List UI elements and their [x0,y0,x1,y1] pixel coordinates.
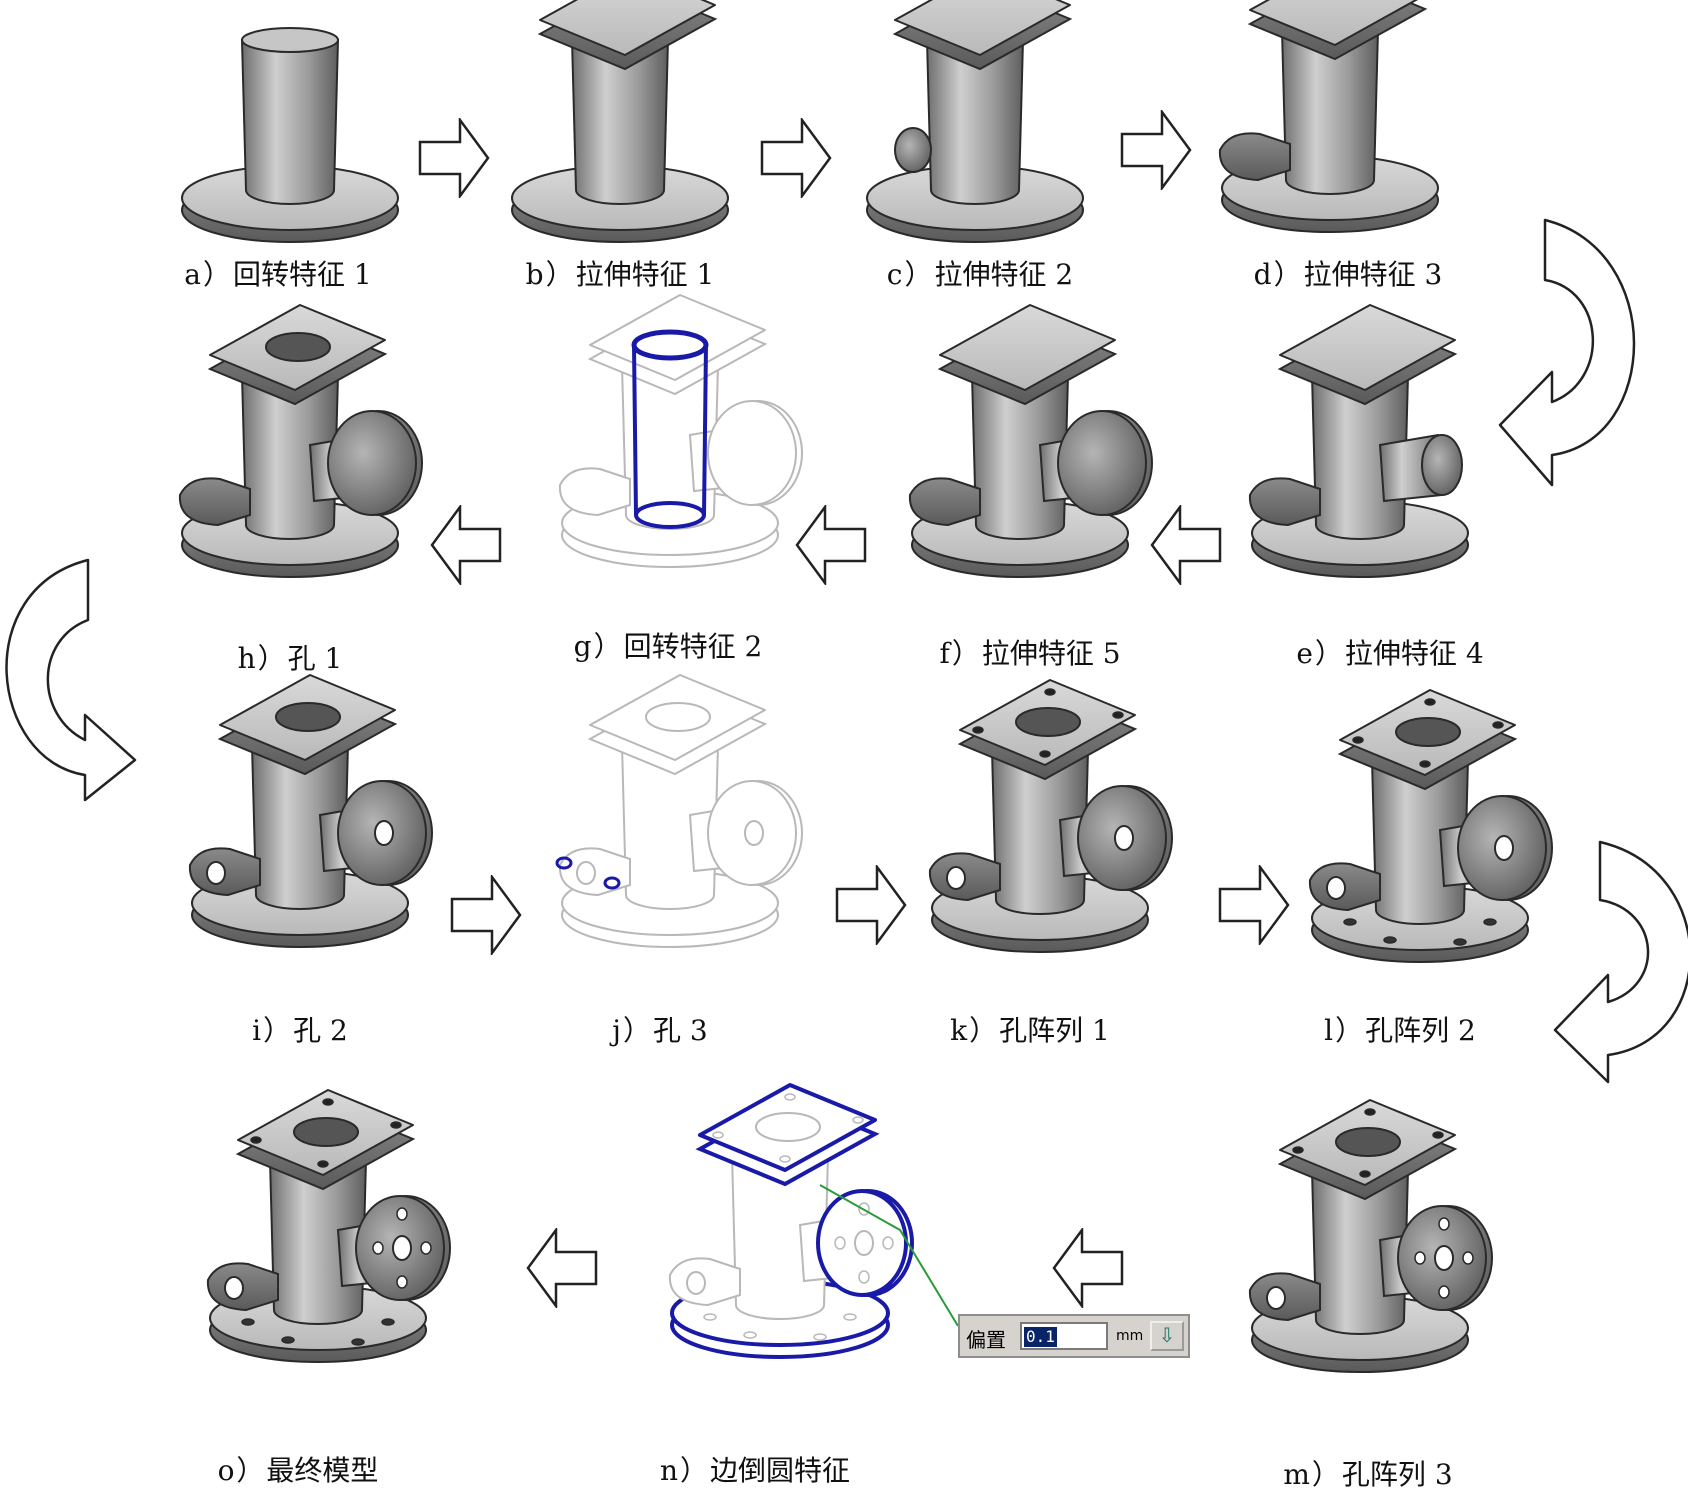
caption-name: 回转特征 2 [623,630,763,663]
part-model-e [1248,304,1469,578]
caption-prefix: d） [1253,258,1304,291]
part-model-i [188,674,433,948]
down-arrow-icon[interactable]: ⇩ [1150,1321,1184,1351]
caption-prefix: o） [217,1454,267,1487]
caption-prefix: i） [252,1014,294,1047]
left-arrow-icon [526,1228,598,1308]
caption-l: l）孔阵列 2 [1250,1014,1550,1048]
caption-m: m）孔阵列 3 [1218,1458,1518,1492]
caption-name: 回转特征 1 [232,258,372,291]
part-model-a [181,27,399,243]
caption-prefix: b） [525,258,576,291]
caption-name: 孔 3 [652,1014,708,1047]
caption-prefix: e） [1296,637,1345,670]
caption-prefix: m） [1283,1458,1342,1491]
caption-b: b）拉伸特征 1 [470,258,770,292]
caption-prefix: g） [573,630,624,663]
offset-value-field[interactable]: 0.1 [1020,1322,1108,1350]
curved-arrow-icon [1498,218,1636,487]
caption-name: 拉伸特征 4 [1344,637,1484,670]
part-model-b [511,0,729,243]
part-model-k [928,679,1173,953]
left-arrow-icon [1150,505,1222,585]
right-arrow-icon [835,865,907,945]
offset-value-text: 0.1 [1024,1327,1057,1347]
part-model-g [558,294,803,568]
caption-h: h）孔 1 [140,642,440,676]
caption-c: c）拉伸特征 2 [830,258,1130,292]
right-arrow-icon [1218,865,1290,945]
caption-prefix: f） [939,637,982,670]
part-model-m [1248,1099,1493,1373]
part-model-o [206,1089,451,1363]
caption-n: n）边倒圆特征 [605,1454,905,1488]
curved-arrow-icon [5,558,137,802]
caption-prefix: a） [184,258,233,291]
left-arrow-icon [430,505,502,585]
left-arrow-icon [1052,1228,1124,1308]
caption-name: 最终模型 [266,1454,379,1487]
caption-a: a）回转特征 1 [128,258,428,292]
caption-i: i）孔 2 [150,1014,450,1048]
caption-name: 拉伸特征 3 [1303,258,1443,291]
caption-prefix: c） [886,258,935,291]
caption-j: j）孔 3 [510,1014,810,1048]
part-model-c [866,0,1084,243]
caption-prefix: h） [237,642,288,675]
caption-o: o）最终模型 [148,1454,448,1488]
caption-name: 孔 2 [293,1014,348,1047]
caption-prefix: n） [659,1454,711,1487]
part-model-h [178,304,423,578]
leader-line [819,1184,959,1327]
caption-prefix: k） [950,1014,1000,1047]
part-model-n [668,1083,914,1359]
caption-name: 拉伸特征 5 [981,637,1121,670]
caption-prefix: l） [1324,1014,1366,1047]
caption-g: g）回转特征 2 [518,630,818,664]
part-model-j [555,674,803,948]
part-model-l [1308,689,1553,963]
caption-e: e）拉伸特征 4 [1240,637,1540,671]
caption-name: 拉伸特征 2 [934,258,1074,291]
caption-name: 孔阵列 3 [1341,1458,1453,1491]
caption-d: d）拉伸特征 3 [1198,258,1498,292]
offset-input-widget: 偏置 0.1 mm ⇩ [958,1314,1190,1358]
part-model-d [1218,0,1439,233]
caption-name: 孔阵列 2 [1365,1014,1476,1047]
offset-unit: mm [1116,1328,1144,1344]
offset-label: 偏置 [966,1328,1006,1352]
left-arrow-icon [795,505,867,585]
right-arrow-icon [418,118,490,198]
right-arrow-icon [1120,110,1192,190]
curved-arrow-icon [1553,840,1688,1084]
right-arrow-icon [450,875,522,955]
caption-prefix: j） [612,1014,653,1047]
caption-f: f）拉伸特征 5 [880,637,1180,671]
right-arrow-icon [760,118,832,198]
caption-name: 拉伸特征 1 [575,258,715,291]
caption-name: 边倒圆特征 [710,1454,851,1487]
caption-name: 孔 1 [287,642,343,675]
caption-name: 孔阵列 1 [999,1014,1110,1047]
caption-k: k）孔阵列 1 [880,1014,1180,1048]
part-model-f [908,304,1153,578]
